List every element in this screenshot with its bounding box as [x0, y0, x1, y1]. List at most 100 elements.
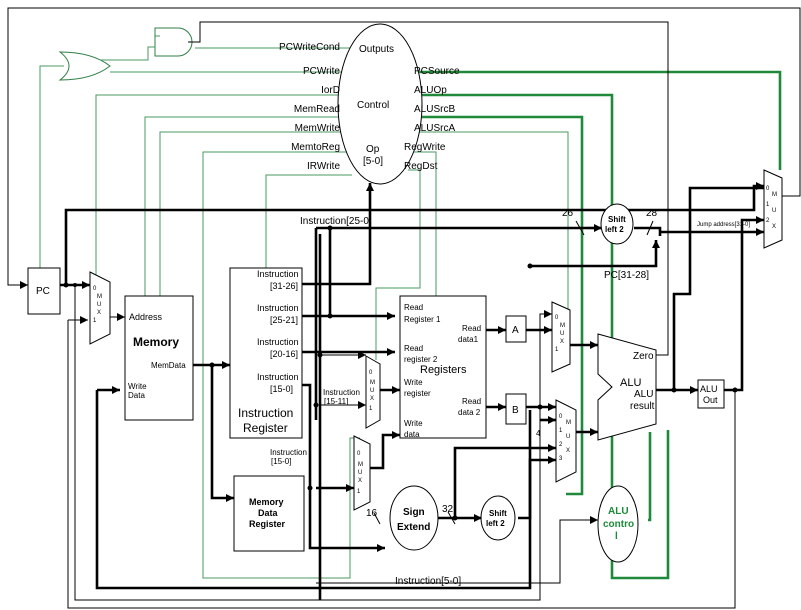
bus-width-marks [373, 220, 654, 525]
svg-text:Write: Write [404, 419, 423, 428]
svg-text:ALU: ALU [608, 506, 629, 517]
svg-text:M: M [772, 192, 777, 198]
svg-text:Instruction: Instruction [257, 303, 299, 313]
control-op-label: Op [366, 144, 380, 155]
width-26-label: 26 [562, 208, 574, 219]
control-outputs-label: Outputs [359, 44, 394, 55]
svg-text:0: 0 [559, 414, 563, 420]
svg-text:Write: Write [404, 378, 423, 387]
register-file: Read Register 1 Read register 2 Write re… [399, 295, 487, 439]
arrow-heads [20, 182, 764, 552]
svg-text:M: M [358, 462, 363, 468]
svg-text:1: 1 [93, 318, 97, 324]
svg-text:X: X [560, 339, 564, 345]
svg-text:Shift: Shift [608, 215, 626, 224]
shift-left-2-jump: Shift left 2 [600, 203, 634, 245]
svg-text:Extend: Extend [397, 522, 430, 533]
svg-text:U: U [97, 302, 101, 308]
svg-text:U: U [370, 388, 374, 394]
signal-regwrite: RegWrite [404, 142, 446, 153]
svg-text:ALU: ALU [634, 389, 653, 400]
svg-text:B: B [512, 405, 519, 416]
svg-text:U: U [358, 470, 362, 476]
mux-alu-src-a: 0 M U X 1 [551, 301, 571, 373]
svg-text:Shift: Shift [489, 509, 507, 518]
signal-memtoreg: MemtoReg [291, 142, 340, 153]
svg-text:ALU: ALU [620, 377, 641, 389]
svg-text:M: M [97, 294, 102, 300]
svg-text:Instruction: Instruction [257, 269, 299, 279]
width-28-label: 28 [646, 208, 658, 219]
svg-text:Registers: Registers [420, 364, 467, 376]
signal-regdst: RegDst [404, 161, 438, 172]
wire-labels: Instruction[25-0] Instruction [15-11] In… [270, 208, 750, 587]
signal-irwrite: IRWrite [307, 161, 340, 172]
svg-text:Sign: Sign [403, 507, 425, 518]
signal-pcwrite: PCWrite [303, 66, 340, 77]
svg-text:Data: Data [258, 508, 279, 518]
svg-text:data1: data1 [458, 335, 479, 344]
svg-text:1: 1 [766, 202, 770, 208]
svg-text:M: M [566, 420, 571, 426]
signal-memwrite: MemWrite [295, 123, 341, 134]
signal-iord: IorD [321, 85, 340, 96]
svg-text:U: U [772, 208, 776, 214]
svg-text:Out: Out [703, 395, 718, 405]
mux-alu-src-b: 0 M 1 U 2 X 3 [555, 399, 577, 483]
signal-alusrca: ALUSrcA [414, 123, 455, 134]
instr-15-11-label-1: Instruction [323, 388, 360, 397]
svg-text:X: X [370, 396, 374, 402]
svg-text:contro: contro [603, 519, 634, 530]
svg-text:1: 1 [559, 428, 563, 434]
mux-pc-source: 0 M 1 U 2 X [763, 169, 783, 249]
control-unit: Outputs Control Op [5-0] [337, 23, 423, 185]
sign-extend: Sign Extend [389, 485, 439, 551]
svg-text:l: l [615, 531, 618, 542]
svg-text:X: X [358, 478, 362, 484]
svg-text:Read: Read [404, 344, 423, 353]
and-gate [154, 27, 193, 57]
svg-text:[15-0]: [15-0] [270, 384, 293, 394]
mux-write-data: 0 M U X 1 [353, 435, 371, 511]
svg-text:Instruction: Instruction [257, 372, 299, 382]
svg-text:register 2: register 2 [404, 355, 438, 364]
svg-text:X: X [772, 224, 776, 230]
svg-text:0: 0 [766, 186, 770, 192]
svg-text:2: 2 [766, 218, 770, 224]
signal-alusrcb: ALUSrcB [414, 104, 455, 115]
svg-text:[20-16]: [20-16] [270, 349, 298, 359]
instr-15-0-label-2: [15-0] [271, 457, 291, 466]
memory-data-register: Memory Data Register [233, 475, 305, 552]
junctions [63, 225, 738, 521]
instr-15-11-label-2: [15-11] [324, 397, 348, 406]
svg-text:U: U [566, 434, 570, 440]
svg-text:0: 0 [93, 286, 97, 292]
control-wires [39, 35, 782, 580]
svg-text:U: U [560, 331, 564, 337]
svg-text:Read: Read [462, 324, 481, 333]
instruction-register: Instruction [31-26] Instruction [25-21] … [229, 267, 303, 439]
pc-register: PC [27, 267, 61, 315]
svg-text:A: A [512, 325, 519, 336]
control-signal-labels-left: PCWriteCond PCWrite IorD MemRead MemWrit… [279, 42, 340, 172]
memory-label: Memory [133, 335, 179, 349]
svg-text:left 2: left 2 [605, 225, 624, 234]
svg-text:2: 2 [559, 442, 563, 448]
svg-text:Instruction: Instruction [257, 337, 299, 347]
pc-label: PC [36, 286, 50, 297]
const-four-label: 4 [536, 429, 541, 438]
b-register: B [505, 393, 527, 425]
svg-text:Memory: Memory [249, 497, 284, 507]
svg-text:1: 1 [369, 406, 373, 412]
instr-25-0-label: Instruction[25-0] [300, 216, 372, 227]
ir-title-2: Register [243, 421, 288, 435]
ir-title-1: Instruction [238, 406, 293, 420]
control-signal-labels-right: PCSource ALUOp ALUSrcB ALUSrcA RegWrite … [404, 66, 460, 172]
svg-text:M: M [370, 380, 375, 386]
instr-5-0-label: Instruction[5-0] [395, 576, 461, 587]
alu-out-register: ALU Out [697, 379, 725, 409]
alu: Zero ALU ALU result [597, 333, 657, 441]
svg-text:M: M [560, 323, 565, 329]
svg-text:Register: Register [249, 519, 286, 529]
